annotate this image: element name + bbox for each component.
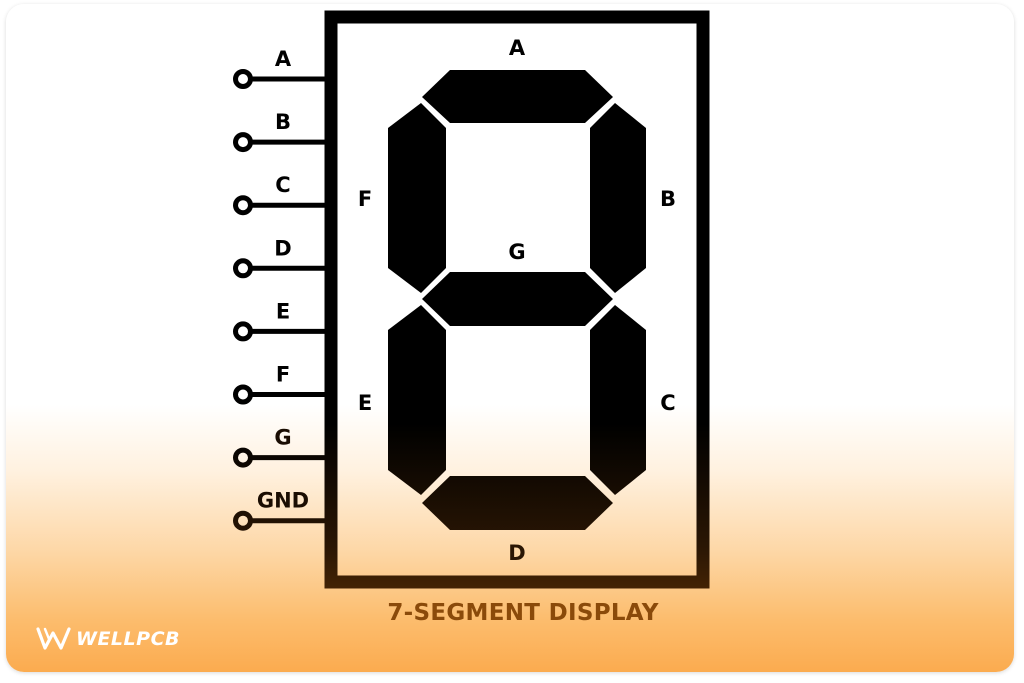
pin-terminal-e xyxy=(233,321,253,342)
pin-terminal-g xyxy=(233,447,253,468)
segment-e xyxy=(388,305,446,495)
wellpcb-logo: WELLPCB xyxy=(36,626,180,652)
wellpcb-logo-text: WELLPCB xyxy=(76,628,181,650)
segment-b xyxy=(590,103,646,293)
wellpcb-logo-icon xyxy=(36,627,71,650)
pin-label-c: C xyxy=(275,173,290,197)
pin-terminal-a xyxy=(233,69,253,89)
diagram-caption: 7-SEGMENT DISPLAY xyxy=(387,600,659,626)
segment-d xyxy=(422,476,613,530)
pin-label-gnd: GND xyxy=(257,489,309,513)
segment-label-c: C xyxy=(660,391,675,415)
segment-label-a: A xyxy=(509,36,526,60)
pin-label-a: A xyxy=(275,47,292,71)
pin-label-f: F xyxy=(276,363,290,387)
diagram-card: A B C D E F G GND A F B G E C D 7-SEGMENT DISPL… xyxy=(6,4,1014,672)
segment-f xyxy=(388,103,446,293)
display-housing xyxy=(324,10,710,589)
segment-a xyxy=(422,70,613,123)
pin-terminal-d xyxy=(233,258,253,279)
segment-c xyxy=(590,305,646,495)
pin-terminal-f xyxy=(233,384,253,405)
pin-label-g: G xyxy=(274,426,291,450)
pin-label-e: E xyxy=(276,299,290,323)
segment-label-b: B xyxy=(660,187,676,211)
pin-label-d: D xyxy=(274,236,291,260)
segment-g xyxy=(422,272,613,326)
segment-label-d: D xyxy=(508,541,525,565)
pin-label-b: B xyxy=(275,110,291,134)
pin-terminal-gnd xyxy=(233,510,253,531)
segment-label-g: G xyxy=(508,240,525,264)
pin-terminal-b xyxy=(233,132,253,153)
segment-label-f: F xyxy=(358,187,372,211)
pin-terminal-c xyxy=(233,195,253,216)
segment-label-e: E xyxy=(358,391,372,415)
seven-segment-diagram: A B C D E F G GND A F B G E C D xyxy=(233,10,710,589)
